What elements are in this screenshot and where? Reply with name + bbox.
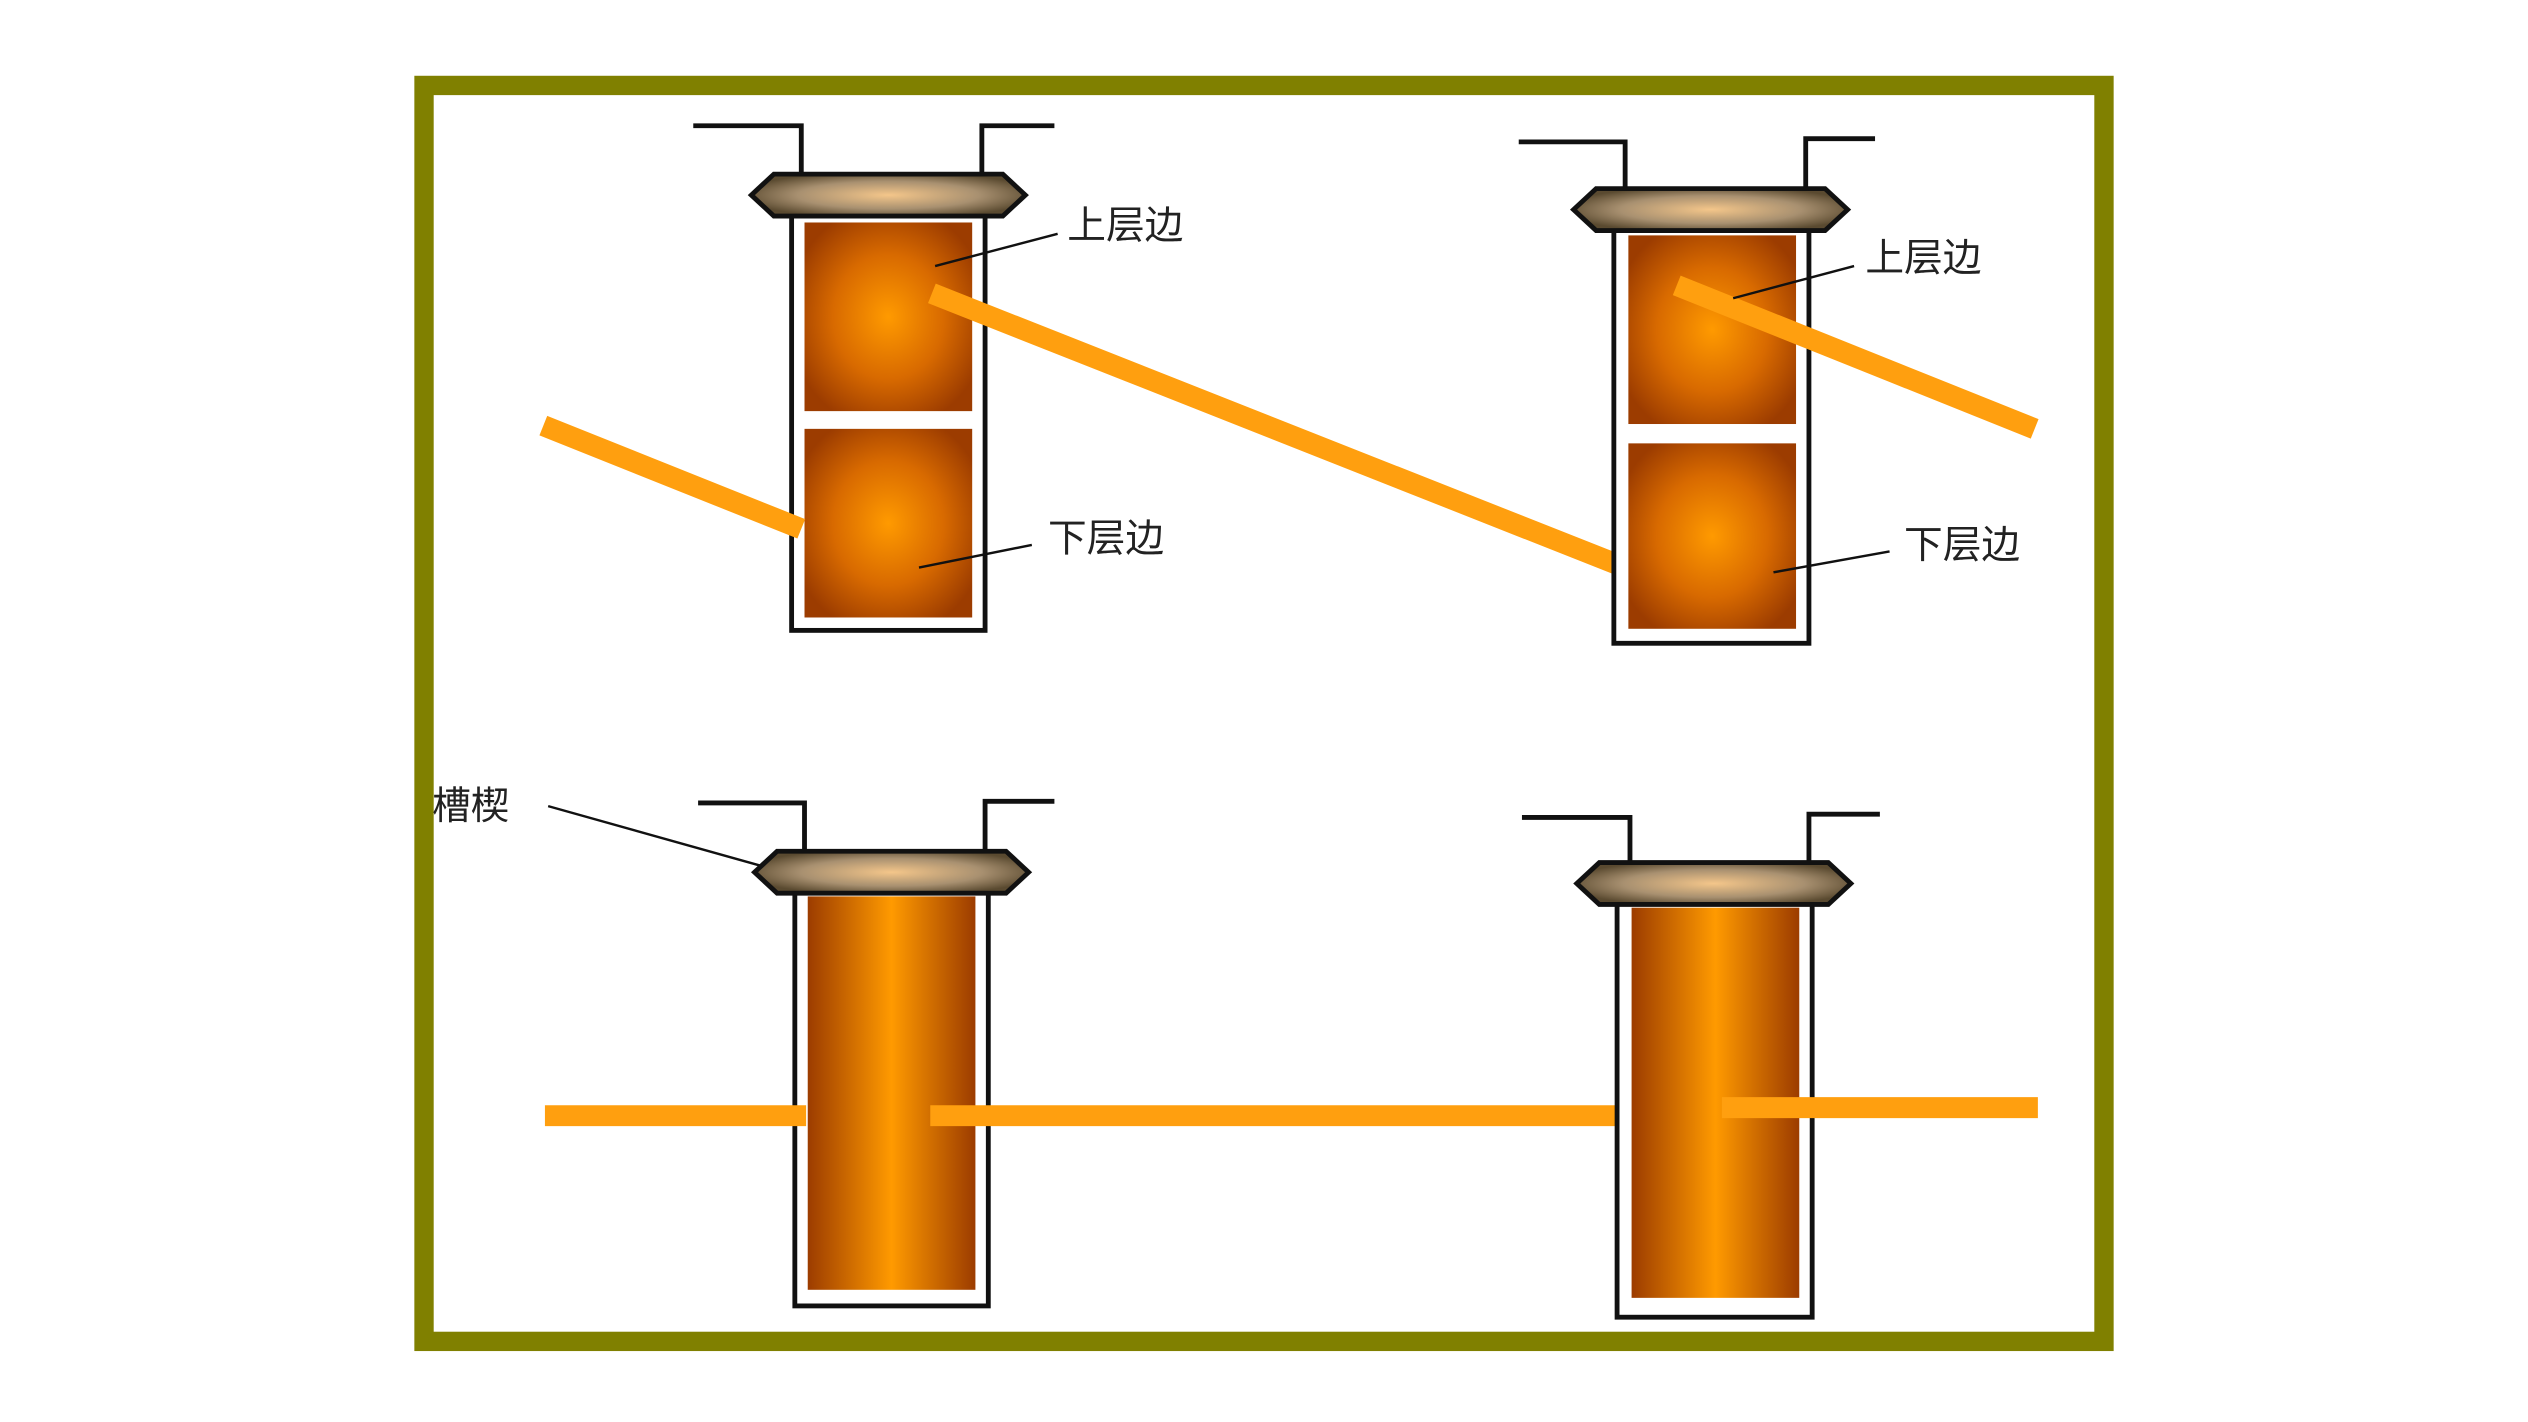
leader-line — [547, 804, 762, 867]
label-slot-wedge: 槽楔 — [432, 784, 509, 829]
coil-upper — [804, 222, 973, 412]
slot-wedge — [750, 848, 1033, 896]
slot-hook-right — [1803, 136, 1876, 192]
slot-hook-left — [1518, 139, 1628, 192]
conductor-bar — [539, 415, 806, 539]
slot-hook-left — [698, 800, 807, 855]
label-lower-layer: 下层边 — [1904, 523, 2020, 568]
slot-top-right: 上层边 下层边 — [1518, 136, 2039, 646]
slot-bottom-right — [1521, 811, 2038, 1320]
slot-wedge — [1569, 186, 1852, 233]
coil-lower — [1628, 443, 1797, 629]
leader-line — [918, 543, 1033, 569]
label-upper-layer: 上层边 — [1865, 236, 1981, 281]
leader-line — [934, 232, 1058, 268]
coil-full — [807, 896, 976, 1290]
frame-border — [414, 75, 2114, 1352]
slot-hook-left — [1521, 814, 1633, 866]
coil-lower — [804, 428, 973, 618]
leader-line — [1732, 264, 1855, 300]
slot-hook-right — [1806, 811, 1880, 866]
slot-wedge — [747, 171, 1029, 219]
label-upper-layer: 上层边 — [1067, 204, 1183, 249]
conductor-bar — [928, 283, 1629, 578]
slot-wedge — [1573, 860, 1855, 907]
slot-top-left: 上层边 下层边 — [539, 123, 1629, 633]
leader-line — [1773, 550, 1890, 574]
slot-hook-right — [979, 123, 1055, 178]
label-lower-layer: 下层边 — [1048, 516, 1164, 561]
slot-hook-left — [693, 123, 804, 178]
slot-bottom-left: 槽楔 — [432, 784, 1626, 1309]
slot-hook-right — [982, 798, 1055, 855]
conductor-bar — [1672, 275, 2039, 439]
